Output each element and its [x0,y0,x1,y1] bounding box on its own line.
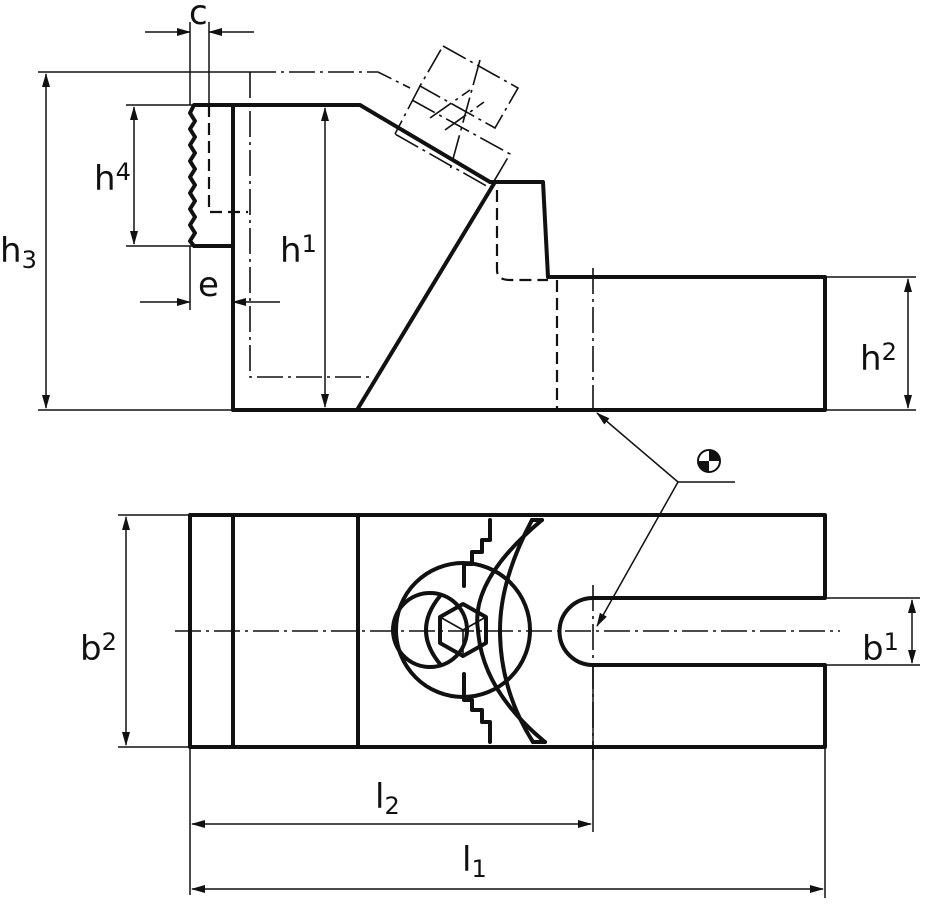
dimension-h4: h4 [94,104,194,247]
inclined-face [355,180,497,412]
label-l2: l2 [375,777,400,820]
phantom-outline [249,71,411,378]
label-h2: h2 [860,338,897,379]
clamp-arc [475,518,547,744]
label-e: e [198,265,219,305]
dimension-c: c [145,0,254,105]
top-view [175,513,840,760]
center-of-gravity-icon [697,449,721,473]
clamp-arc-inner [498,518,535,744]
dimension-h1: h1 [280,107,329,408]
dimension-h2: h2 [825,276,916,411]
step-hidden-edge [495,190,548,282]
jaw-hidden-edge [207,105,248,214]
dimension-e: e [140,246,280,310]
label-b1: b1 [862,628,899,669]
label-l1: l1 [462,840,487,883]
arc-ends [530,518,547,744]
dimension-b1: b1 [825,597,920,669]
dimension-h3: h3 [0,71,250,411]
label-h4: h4 [94,158,131,199]
screw-outer-circle [391,591,469,669]
side-view-outline [231,103,827,412]
top-view-outline [188,513,827,749]
dimension-l1: l1 [191,747,826,898]
label-c: c [189,0,208,33]
label-h1: h1 [280,230,317,271]
reference-point-leader [596,412,735,627]
side-view [188,44,827,415]
label-h3: h3 [0,231,37,274]
hex-socket-screw-head [394,561,532,699]
clamping-screw-phantom [394,44,520,190]
serrated-jaw [188,103,235,248]
label-b2: b2 [80,628,117,669]
dimension-b2: b2 [80,514,190,748]
dimension-l2: l2 [189,665,594,895]
